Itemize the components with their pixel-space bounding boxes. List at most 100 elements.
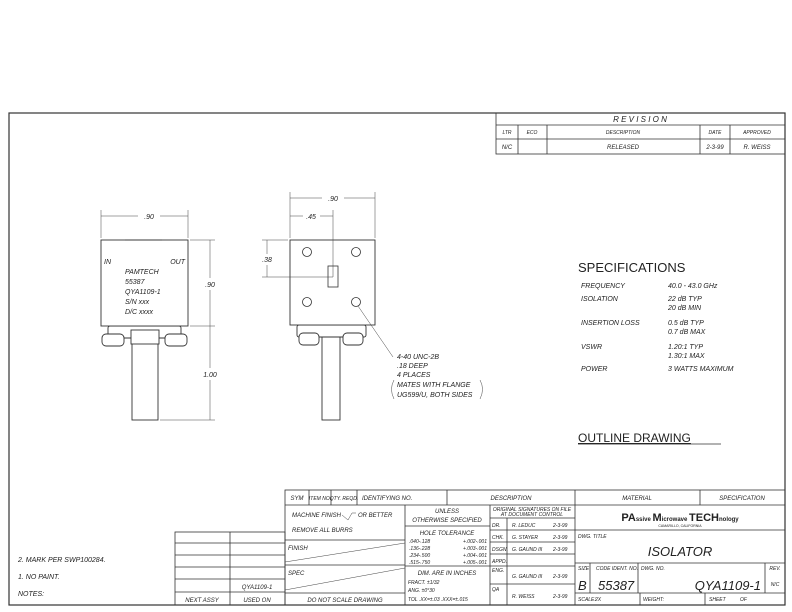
title-block: SYM ITEM NO. QTY. REQD. IDENTIFYING NO. … <box>284 489 786 606</box>
part-marking: PAMTECH 55387 QYA1109-1 S/N xxx D/C xxxx <box>125 269 161 316</box>
code-ident: 55387 <box>598 578 635 593</box>
rev-date: 2-3-99 <box>705 145 724 151</box>
drawing-title: ISOLATOR <box>648 544 713 559</box>
svg-text:.040-.128: .040-.128 <box>409 539 430 545</box>
mounting-hole <box>302 297 312 307</box>
svg-text:.234-.500: .234-.500 <box>409 553 430 559</box>
mounting-hole <box>302 247 312 257</box>
svg-text:1.30:1 MAX: 1.30:1 MAX <box>668 353 705 360</box>
svg-text:4-40 UNC-2B: 4-40 UNC-2B <box>397 354 439 361</box>
flange-face <box>289 239 376 326</box>
svg-text:WEIGHT:: WEIGHT: <box>643 597 665 603</box>
waveguide-end <box>321 334 341 421</box>
end-dim-half: .45 <box>306 214 316 221</box>
svg-text:2. MARK PER SWP100284.: 2. MARK PER SWP100284. <box>17 557 106 564</box>
svg-text:ORIGINAL SIGNATURES ON FILE: ORIGINAL SIGNATURES ON FILE <box>493 507 572 513</box>
svg-text:MATES WITH FLANGE: MATES WITH FLANGE <box>397 382 471 389</box>
scale-value: 2X <box>594 597 602 603</box>
waveguide <box>131 337 159 421</box>
svg-text:DIM. ARE IN INCHES: DIM. ARE IN INCHES <box>418 571 476 577</box>
svg-text:.136-.228: .136-.228 <box>409 546 430 552</box>
svg-text:SHEET: SHEET <box>709 597 727 603</box>
svg-text:QA: QA <box>492 587 500 593</box>
signature-row: DR. R. LEDUC 2-3-99 <box>492 523 568 529</box>
signature-row: CHK. G. STAYER 2-3-99 <box>492 535 568 541</box>
side-dim-height: .90 <box>205 282 215 289</box>
svg-text:CODE IDENT. NO.: CODE IDENT. NO. <box>596 566 638 572</box>
isolator-body <box>100 239 189 327</box>
svg-text:4 PLACES: 4 PLACES <box>397 372 431 379</box>
svg-text:REMOVE ALL BURRS: REMOVE ALL BURRS <box>292 528 353 534</box>
svg-text:USED ON: USED ON <box>243 598 271 604</box>
revision-value: N/C <box>771 582 780 588</box>
rev-header-ltr: LTR <box>502 130 511 136</box>
svg-text:ISOLATION: ISOLATION <box>581 296 619 303</box>
side-view: IN OUT PAMTECH 55387 QYA1109-1 S/N xxx D… <box>100 210 217 421</box>
svg-text:MATERIAL: MATERIAL <box>622 496 652 502</box>
svg-text:DR.: DR. <box>492 523 501 529</box>
rev-header-date: DATE <box>709 130 723 136</box>
svg-text:SPECIFICATION: SPECIFICATION <box>719 496 765 502</box>
svg-text:3 WATTS MAXIMUM: 3 WATTS MAXIMUM <box>668 366 734 373</box>
end-view: .90 .45 .38 4-40 UNC-2B .18 DEEP 4 PLACE… <box>262 192 483 421</box>
svg-text:QTY. REQD.: QTY. REQD. <box>330 496 358 502</box>
signature-row: QA R. WEISS 2-3-99 <box>492 587 568 600</box>
svg-text:2-3-99: 2-3-99 <box>552 535 568 541</box>
svg-text:+.004-.001: +.004-.001 <box>463 553 487 559</box>
svg-text:NOTES:: NOTES: <box>18 591 44 598</box>
rev-header-description: DESCRIPTION <box>606 130 641 136</box>
signature-row: ENG. G. GAUND III 2-3-99 <box>492 568 568 580</box>
side-dim-width: .90 <box>144 214 154 221</box>
svg-text:INSERTION LOSS: INSERTION LOSS <box>581 320 640 327</box>
svg-text:2-3-99: 2-3-99 <box>552 594 568 600</box>
svg-text:APPD.: APPD. <box>491 559 507 565</box>
svg-text:UG599/U, BOTH SIDES: UG599/U, BOTH SIDES <box>397 392 473 399</box>
svg-text:REV.: REV. <box>769 566 780 572</box>
svg-text:DWG. NO.: DWG. NO. <box>641 566 665 572</box>
signature-row: DSGN. G. GAUND III 2-3-99 <box>492 547 568 553</box>
specifications-title: SPECIFICATIONS <box>578 260 686 275</box>
mounting-hole <box>351 297 361 307</box>
svg-text:2-3-99: 2-3-99 <box>552 574 568 580</box>
svg-text:ITEM NO.: ITEM NO. <box>309 496 331 502</box>
svg-text:40.0 - 43.0 GHz: 40.0 - 43.0 GHz <box>668 283 718 290</box>
svg-text:UNLESS: UNLESS <box>435 509 459 515</box>
port-in-label: IN <box>104 259 112 266</box>
svg-text:MACHINE FINISH: MACHINE FINISH <box>292 513 342 519</box>
svg-text:HOLE TOLERANCE: HOLE TOLERANCE <box>420 531 476 537</box>
svg-text:+.002-.001: +.002-.001 <box>463 539 487 545</box>
svg-text:SYM: SYM <box>290 496 303 502</box>
svg-text:SPEC: SPEC <box>288 571 305 577</box>
svg-text:G. STAYER: G. STAYER <box>512 535 538 541</box>
svg-text:FINISH: FINISH <box>288 546 308 552</box>
svg-text:2-3-99: 2-3-99 <box>552 547 568 553</box>
signature-row: APPD. <box>491 559 507 565</box>
svg-text:VSWR: VSWR <box>581 344 602 351</box>
svg-text:55387: 55387 <box>125 279 146 286</box>
svg-text:OTHERWISE SPECIFIED: OTHERWISE SPECIFIED <box>412 518 482 524</box>
svg-text:FRACT. ±1/32: FRACT. ±1/32 <box>408 580 440 586</box>
svg-text:1. NO PAINT.: 1. NO PAINT. <box>18 574 60 581</box>
svg-text:SIZE: SIZE <box>578 566 590 572</box>
svg-text:OR BETTER: OR BETTER <box>358 513 393 519</box>
svg-text:DWG. TITLE: DWG. TITLE <box>578 534 607 540</box>
company-location: CAMARILLO, CALIFORNIA <box>658 524 702 528</box>
svg-text:R. WEISS: R. WEISS <box>512 594 535 600</box>
revision-block: R E V I S I O N LTR ECO DESCRIPTION DATE… <box>495 112 786 155</box>
svg-text:AT DOCUMENT CONTROL: AT DOCUMENT CONTROL <box>500 512 563 518</box>
svg-text:PAMTECH: PAMTECH <box>125 269 160 276</box>
port-out-label: OUT <box>170 259 186 266</box>
rev-header-approved: APPROVED <box>742 130 771 136</box>
svg-text:0.5 dB TYP: 0.5 dB TYP <box>668 320 704 327</box>
outline-drawing-title: OUTLINE DRAWING <box>578 431 691 445</box>
svg-text:S/N xxx: S/N xxx <box>125 299 150 306</box>
rev-description: RELEASED <box>607 145 640 151</box>
svg-text:DSGN.: DSGN. <box>492 547 508 553</box>
svg-text:QYA1109-1: QYA1109-1 <box>242 585 273 591</box>
svg-text:QYA1109-1: QYA1109-1 <box>125 289 161 296</box>
sheet-size: B <box>578 578 587 593</box>
svg-text:CHK.: CHK. <box>492 535 504 541</box>
svg-text:NEXT ASSY: NEXT ASSY <box>185 598 219 604</box>
svg-text:20 dB MIN: 20 dB MIN <box>667 305 702 312</box>
